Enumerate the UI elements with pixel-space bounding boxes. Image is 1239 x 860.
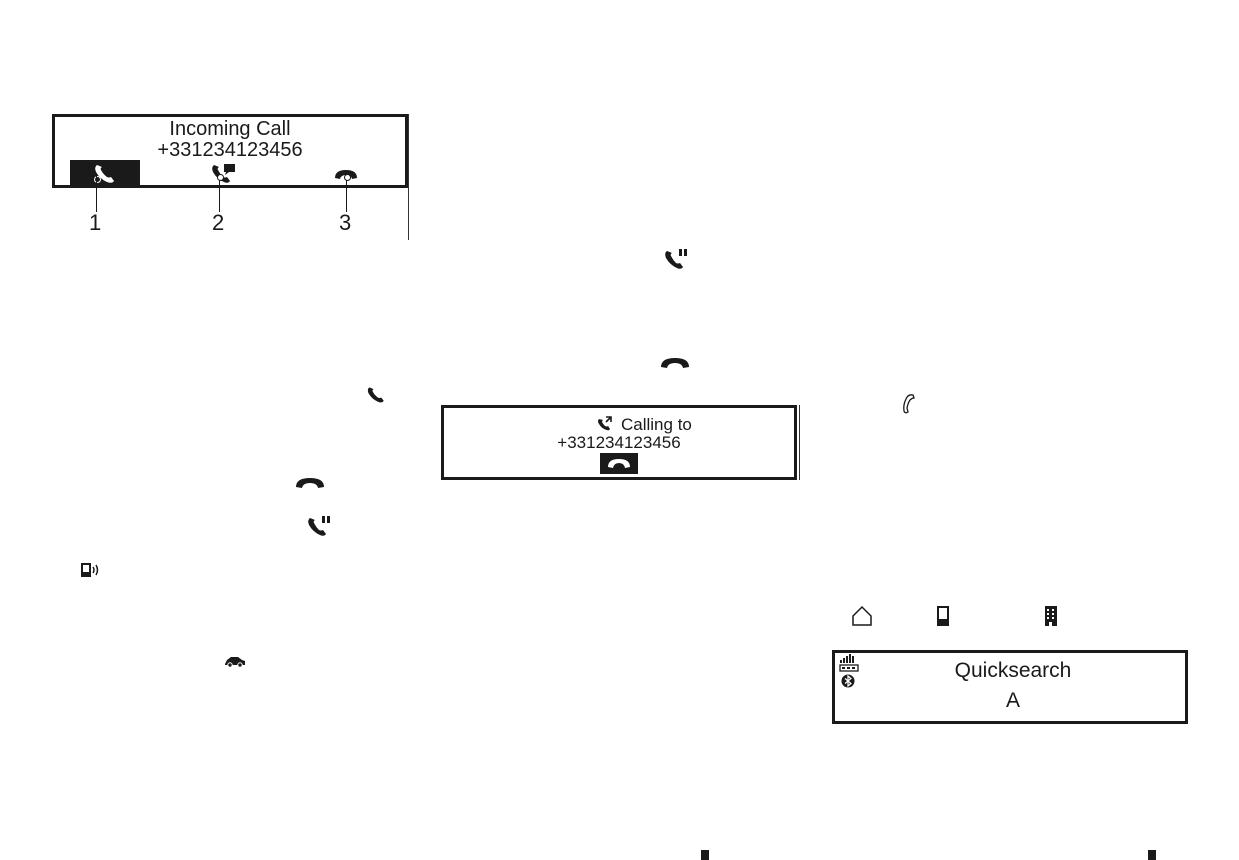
callout-1: 1: [89, 210, 102, 235]
quicksearch-letter[interactable]: A: [1005, 689, 1020, 712]
incoming-call-screen: Incoming Call +331234123456: [52, 114, 408, 188]
end-call-button[interactable]: [600, 453, 638, 474]
car-icon: [225, 657, 245, 668]
office-icon: [1045, 606, 1057, 626]
page-mark: [701, 850, 709, 860]
callout-3: 3: [339, 210, 352, 235]
calling-screen: Calling to +331234123456: [441, 405, 797, 480]
callout-2: 2: [212, 210, 225, 235]
incoming-call-number: +331234123456: [157, 139, 303, 161]
mobile-ringing-icon: [81, 563, 99, 577]
outgoing-call-icon: [598, 416, 612, 431]
calling-title: Calling to: [621, 415, 692, 434]
call-message-icon: [665, 249, 687, 269]
page-mark: [1148, 850, 1156, 860]
accept-call-button[interactable]: [70, 160, 140, 188]
signal-battery-icon: [839, 654, 859, 672]
bluetooth-icon: [841, 674, 855, 688]
accept-call-icon: [95, 165, 114, 183]
call-message-icon[interactable]: [211, 163, 237, 187]
mobile-icon: [937, 606, 949, 626]
end-call-icon: [661, 358, 689, 368]
home-icon: [852, 605, 872, 626]
calling-number: +331234123456: [557, 433, 681, 452]
incoming-call-title: Incoming Call: [169, 118, 291, 140]
accept-call-icon: [367, 387, 384, 403]
end-call-icon: [296, 478, 324, 488]
quicksearch-title: Quicksearch: [954, 659, 1072, 682]
call-message-icon: [308, 516, 330, 536]
handset-icon: [903, 394, 915, 414]
quicksearch-screen: Quicksearch A: [832, 650, 1188, 724]
end-call-icon: [608, 459, 630, 468]
